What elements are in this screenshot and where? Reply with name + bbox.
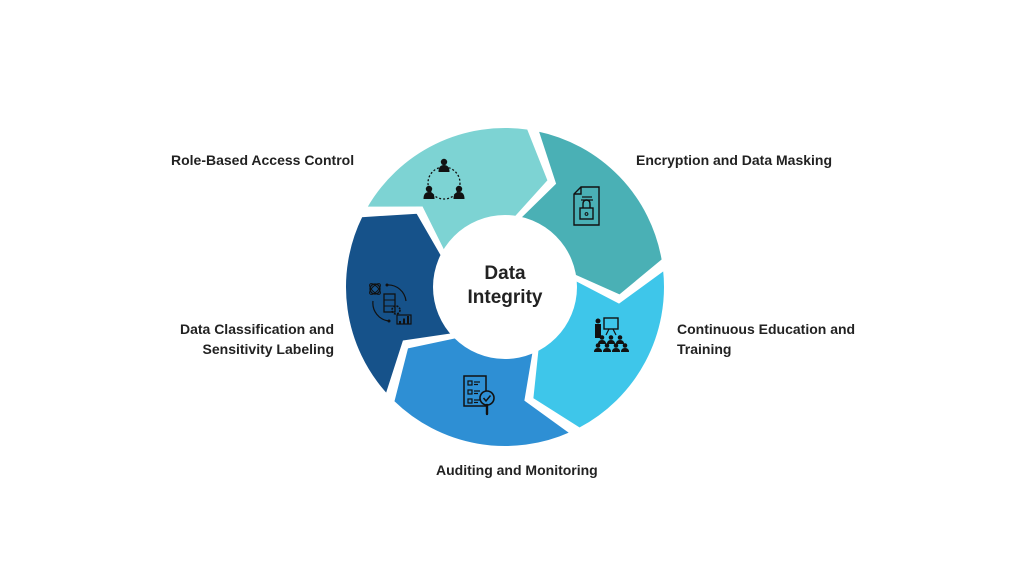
data-classification-icon — [369, 283, 412, 325]
team-network-icon — [423, 158, 465, 200]
label-line: Continuous Education and — [677, 321, 856, 337]
label-data-classification: Data Classification and Sensitivity Labe… — [166, 319, 334, 359]
center-circle — [433, 215, 577, 359]
label-continuous-education-training: Continuous Education and Training — [677, 319, 855, 359]
label-line: Sensitivity Labeling — [202, 341, 334, 357]
center-title: Data Integrity — [435, 262, 575, 310]
presentation-training-icon — [594, 317, 629, 352]
checklist-magnifier-icon — [463, 375, 495, 416]
center-title-line1: Data — [484, 263, 526, 284]
label-role-based-access-control: Role-Based Access Control — [171, 152, 355, 168]
label-line: Data Classification and — [179, 321, 334, 337]
label-line: Training — [677, 341, 732, 357]
center-title-line2: Integrity — [467, 287, 543, 308]
locked-document-icon — [573, 186, 600, 226]
label-auditing-monitoring: Auditing and Monitoring — [436, 462, 598, 478]
label-encryption-data-masking: Encryption and Data Masking — [636, 152, 833, 168]
